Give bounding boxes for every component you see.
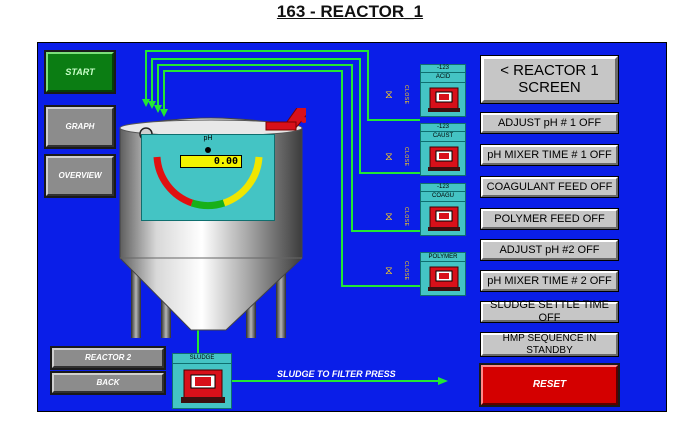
ph-display: pH 0.00 (141, 134, 275, 221)
sludge-pump[interactable]: SLUDGE (172, 353, 232, 409)
ph-mixer-time-2-button[interactable]: pH MIXER TIME # 2 OFF (481, 271, 618, 291)
pump-tag: -123 (420, 64, 466, 73)
acid-pump[interactable]: -123 ACID (420, 64, 466, 117)
coagulant-feed-button[interactable]: COAGULANT FEED OFF (481, 177, 618, 197)
sludge-flow-label: SLUDGE TO FILTER PRESS (277, 369, 396, 379)
overview-button[interactable]: OVERVIEW (46, 156, 114, 196)
funnel-icon (265, 108, 306, 131)
sludge-settle-time-button[interactable]: SLUDGE SETTLE TIME OFF (481, 299, 618, 324)
pump-icon (181, 369, 225, 403)
start-button[interactable]: START (46, 52, 114, 92)
pump-icon (428, 266, 460, 291)
caustic-valve-label: CLOSE (403, 147, 409, 167)
caustic-pump[interactable]: -123 CAUST (420, 123, 466, 176)
pump-name: CAUST (420, 132, 466, 142)
reset-button[interactable]: RESET (481, 365, 618, 405)
ph-value: 0.00 (180, 155, 242, 168)
page-title: 163 - REACTOR_1 (276, 2, 424, 21)
reactor-screen-title: < REACTOR 1 SCREEN (481, 56, 618, 103)
pump-name: POLYMER (420, 252, 466, 262)
pump-icon (428, 146, 460, 171)
back-button[interactable]: BACK (52, 373, 164, 393)
graph-button[interactable]: GRAPH (46, 107, 114, 147)
pipe-network (142, 50, 448, 385)
acid-valve-icon[interactable]: ⧖ (385, 89, 393, 101)
ph-label: pH (203, 135, 213, 142)
ph-mixer-time-1-button[interactable]: pH MIXER TIME # 1 OFF (481, 145, 618, 165)
pump-tag: -123 (420, 183, 466, 192)
sludge-label: SLUDGE (173, 354, 231, 364)
reactor-2-button[interactable]: REACTOR 2 (52, 348, 164, 368)
adjust-ph-2-button[interactable]: ADJUST pH #2 OFF (481, 240, 618, 260)
ph-gauge (153, 147, 263, 210)
caustic-valve-icon[interactable]: ⧖ (385, 151, 393, 163)
pump-icon (428, 206, 460, 231)
coagulant-valve-label: CLOSE (403, 207, 409, 227)
polymer-valve-icon[interactable]: ⧖ (385, 265, 393, 277)
hmp-sequence-status[interactable]: HMP SEQUENCE IN STANDBY (481, 333, 618, 356)
reactor-panel: START GRAPH OVERVIEW REACTOR 2 BACK (37, 42, 667, 412)
pump-tag: -123 (420, 123, 466, 132)
pump-name: COAGU (420, 192, 466, 202)
polymer-pump[interactable]: POLYMER (420, 252, 466, 296)
adjust-ph-1-button[interactable]: ADJUST pH # 1 OFF (481, 113, 618, 133)
coagulant-pump[interactable]: -123 COAGU (420, 183, 466, 236)
polymer-valve-label: CLOSE (403, 261, 409, 281)
pump-name: ACID (420, 73, 466, 83)
coagulant-valve-icon[interactable]: ⧖ (385, 211, 393, 223)
pump-icon (428, 87, 460, 112)
acid-valve-label: CLOSE (403, 85, 409, 105)
polymer-feed-button[interactable]: POLYMER FEED OFF (481, 209, 618, 229)
